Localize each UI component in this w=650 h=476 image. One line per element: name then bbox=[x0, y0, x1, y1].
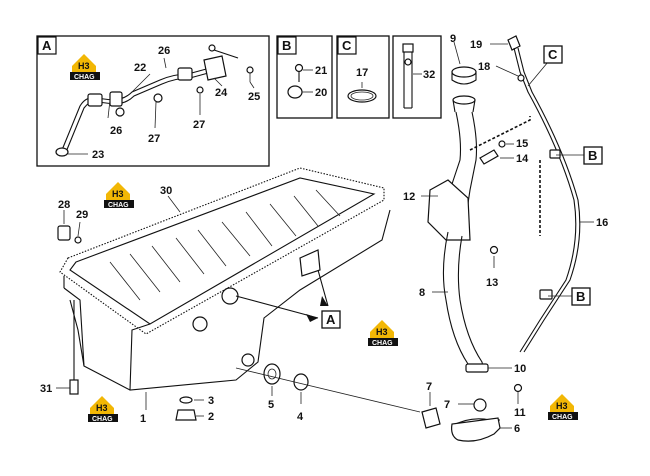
detail-box-b-label: B bbox=[282, 38, 291, 53]
label-12: 12 bbox=[403, 191, 415, 203]
label-7b: 7 bbox=[444, 399, 450, 411]
label-19: 19 bbox=[470, 39, 482, 51]
label-7a: 7 bbox=[426, 381, 432, 393]
label-22: 22 bbox=[134, 62, 146, 74]
label-3: 3 bbox=[208, 395, 214, 407]
svg-text:CHAG: CHAG bbox=[372, 340, 393, 347]
detail-box-dipstick-tube: 32 bbox=[392, 35, 442, 119]
detail-box-a: A 23 26 22 26 27 27 24 25 bbox=[36, 35, 270, 167]
svg-text:B: B bbox=[588, 148, 597, 163]
label-23: 23 bbox=[92, 149, 104, 161]
oil-pan-assembly: 30 1 bbox=[59, 167, 391, 425]
label-26b: 26 bbox=[110, 125, 122, 137]
chag-logo-3: H3 CHAG bbox=[368, 320, 398, 347]
label-27b: 27 bbox=[193, 119, 205, 131]
svg-text:H3: H3 bbox=[112, 189, 124, 199]
svg-text:CHAG: CHAG bbox=[74, 74, 95, 81]
svg-text:C: C bbox=[548, 47, 558, 62]
svg-text:B: B bbox=[576, 289, 585, 304]
label-11: 11 bbox=[514, 407, 526, 419]
detail-box-b: B 21 20 bbox=[276, 35, 333, 119]
label-25: 25 bbox=[248, 91, 260, 103]
label-24: 24 bbox=[215, 87, 228, 99]
label-8: 8 bbox=[419, 287, 425, 299]
label-32: 32 bbox=[423, 69, 435, 81]
dashed-connector-upper bbox=[469, 116, 531, 151]
left-small-parts: 28 29 31 bbox=[40, 199, 88, 395]
svg-text:H3: H3 bbox=[78, 61, 90, 71]
label-26a: 26 bbox=[158, 45, 170, 57]
label-10: 10 bbox=[514, 363, 526, 375]
oil-filler-assembly: 9 12 8 13 14 15 10 11 7 6 bbox=[403, 33, 529, 442]
detail-box-c-label: C bbox=[342, 38, 352, 53]
label-6: 6 bbox=[514, 423, 520, 435]
label-28: 28 bbox=[58, 199, 70, 211]
label-27a: 27 bbox=[148, 133, 160, 145]
label-20: 20 bbox=[315, 87, 327, 99]
label-5: 5 bbox=[268, 399, 274, 411]
label-15: 15 bbox=[516, 138, 528, 150]
callout-b-upper: B bbox=[556, 146, 603, 165]
svg-text:A: A bbox=[326, 312, 336, 327]
chag-logo-2: H3 CHAG bbox=[104, 182, 134, 209]
chag-logo: H3 CHAG bbox=[70, 54, 100, 81]
svg-text:CHAG: CHAG bbox=[92, 416, 113, 423]
svg-text:H3: H3 bbox=[96, 403, 108, 413]
callout-a-main: A bbox=[235, 269, 341, 329]
label-29: 29 bbox=[76, 209, 88, 221]
chag-logo-4: H3 CHAG bbox=[88, 396, 118, 423]
label-17: 17 bbox=[356, 67, 368, 79]
label-21: 21 bbox=[315, 65, 327, 77]
callout-c: C bbox=[527, 45, 563, 87]
svg-text:H3: H3 bbox=[556, 401, 568, 411]
drain-parts: 3 2 5 4 bbox=[175, 363, 309, 423]
label-2: 2 bbox=[208, 411, 214, 423]
dipstick-assembly: 19 18 16 bbox=[470, 35, 608, 353]
label-18: 18 bbox=[478, 61, 490, 73]
label-1: 1 bbox=[140, 413, 146, 425]
svg-text:CHAG: CHAG bbox=[108, 202, 129, 209]
detail-box-a-label: A bbox=[42, 38, 52, 53]
svg-text:CHAG: CHAG bbox=[552, 414, 573, 421]
label-4: 4 bbox=[297, 411, 304, 423]
label-30: 30 bbox=[160, 185, 172, 197]
callout-b-lower: B bbox=[548, 287, 591, 306]
detail-box-c: C 17 bbox=[336, 35, 390, 119]
part-7-clip: 7 bbox=[235, 367, 441, 429]
chag-logo-5: H3 CHAG bbox=[548, 394, 578, 421]
label-14: 14 bbox=[516, 153, 529, 165]
label-9: 9 bbox=[450, 33, 456, 45]
label-13: 13 bbox=[486, 277, 498, 289]
label-16: 16 bbox=[596, 217, 608, 229]
svg-text:H3: H3 bbox=[376, 327, 388, 337]
label-31: 31 bbox=[40, 383, 52, 395]
